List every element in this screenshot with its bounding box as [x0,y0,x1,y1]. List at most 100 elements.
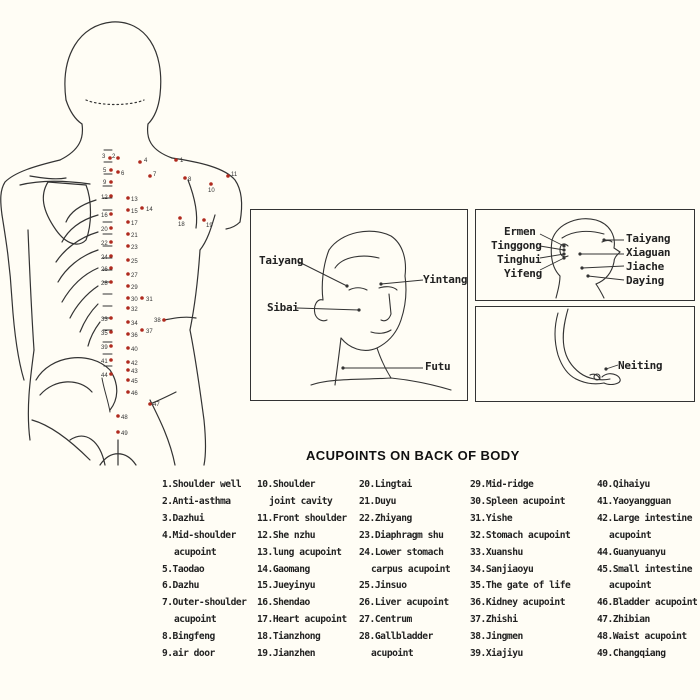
legend-entry: 7.Outer-shoulder [162,597,247,609]
acupoint-number-29: 29 [131,285,138,291]
acupoint-number-35: 35 [101,331,108,337]
legend-entry: 8.Bingfeng [162,631,215,643]
acupoint-dot-27 [126,272,130,276]
acupoint-dot-39 [109,344,113,348]
acupoint-dot-6 [116,170,120,174]
legend-entry: 10.Shoulder [257,479,316,490]
acupoint-markers [108,156,230,434]
acupoint-dot-45 [126,378,130,382]
acupoint-number-20: 20 [101,227,108,233]
acupoint-dot-35 [109,330,113,334]
acupoint-dot-48 [116,414,120,418]
acupoint-number-27: 27 [131,273,138,279]
legend-entry: 17.Heart acupoint [257,614,347,626]
acupoint-dot-40 [126,346,130,350]
foot-illustration [554,308,621,386]
legend-entry: 21.Duyu [359,495,396,507]
acupoint-dot-15 [126,208,130,212]
acupoint-number-32: 32 [131,307,138,313]
acupoint-number-37: 37 [146,329,153,335]
acupoint-dot-22 [109,240,113,244]
legend-entry: 2.Anti-asthma [162,495,231,507]
acupoint-dot-14 [140,206,144,210]
acupoint-number-4: 4 [144,158,148,164]
acupoint-number-40: 40 [131,347,138,353]
acupoint-number-22: 22 [101,241,108,247]
acupoint-number-25: 25 [131,259,138,265]
legend-entry: 24.Lower stomach [359,546,444,558]
acupoint-number-39: 39 [101,345,108,351]
foot-panel: Neiting [475,306,695,402]
legend-entry: 16.Shendao [257,597,310,609]
acupoint-dot-38 [162,318,166,322]
acupoint-dot-9 [109,180,113,184]
legend-entry: 1.Shoulder well [162,479,242,490]
acupoint-dot-2 [116,156,120,160]
legend-entry: 45.Small intestine [597,563,692,575]
acupoint-dot-8 [183,176,187,180]
acupoint-number-33: 33 [101,317,108,323]
legend-entry: 39.Xiajiyu [470,648,523,660]
acupoint-dot-18 [178,216,182,220]
acupoint-dot-32 [126,306,130,310]
acupoint-number-14: 14 [146,207,153,213]
legend-entry: acupoint [174,546,217,558]
face-panel: Taiyang Yintang Sibai Futu [250,209,468,401]
acupoint-dot-7 [148,174,152,178]
acupoint-number-42: 42 [131,361,138,367]
legend-entry: 37.Zhishi [470,614,518,626]
legend-entry: 12.She nzhu [257,529,316,541]
legend-entry: acupoint [174,614,217,626]
legend-entry: 5.Taodao [162,563,205,575]
ear-label-taiyang: Taiyang [626,232,671,245]
legend-entry: 27.Centrum [359,614,412,626]
acupoint-dot-30 [126,296,130,300]
legend-entry: 26.Liver acupoint [359,597,449,609]
legend-entry: 15.Jueyinyu [257,580,316,592]
legend-entry: 34.Sanjiaoyu [470,563,534,575]
acupoint-number-2: 2 [112,154,116,160]
legend-entry: 13.lung acupoint [257,546,342,558]
acupoint-number-38: 38 [154,318,161,324]
acupoint-dot-19 [202,218,206,222]
legend-entry: 14.Gaomang [257,563,310,575]
legend-entry: acupoint [609,529,652,541]
foot-label-neiting: Neiting [618,359,663,372]
acupoint-number-16: 16 [101,213,108,219]
legend-entry: 42.Large intestine [597,512,692,524]
legend-entry: 36.Kidney acupoint [470,597,565,609]
acupoint-number-28: 28 [101,281,108,287]
legend-entry: 32.Stomach acupoint [470,529,571,541]
ear-label-tinghui: Tinghui [497,253,542,266]
ear-label-jiache: Jiache [626,260,664,273]
legend-entry: 46.Bladder acupoint [597,597,698,609]
ear-panel: Ermen Tinggong Tinghui Yifeng Taiyang Xi… [475,209,695,301]
legend-entry: 18.Tianzhong [257,631,321,643]
legend-entry: acupoint [371,648,414,660]
acupoint-dot-34 [126,320,130,324]
acupoint-number-30: 30 [131,297,138,303]
acupoint-dot-3 [108,156,112,160]
legend-entry: 35.The gate of life [470,580,571,592]
acupoint-number-21: 21 [131,233,138,239]
ear-label-tinggong: Tinggong [491,239,542,252]
acupoint-number-47: 47 [153,402,160,408]
acupoint-number-5: 5 [103,168,107,174]
acupoint-number-9: 9 [103,180,107,186]
acupoint-number-7: 7 [153,172,157,178]
legend-entry: 9.air door [162,648,215,660]
acupoint-dot-28 [109,280,113,284]
acupoint-dot-46 [126,390,130,394]
acupoint-dot-43 [126,368,130,372]
legend-entry: 19.Jianzhen [257,648,316,660]
acupoint-dot-37 [140,328,144,332]
legend-entry: carpus acupoint [371,563,451,575]
ear-label-yifeng: Yifeng [504,267,542,280]
acupoint-dot-23 [126,244,130,248]
acupoint-dot-1 [174,158,178,162]
legend-entry: 44.Guanyuanyu [597,546,666,558]
acupoint-number-18: 18 [178,222,185,228]
acupoint-number-26: 26 [101,267,108,273]
